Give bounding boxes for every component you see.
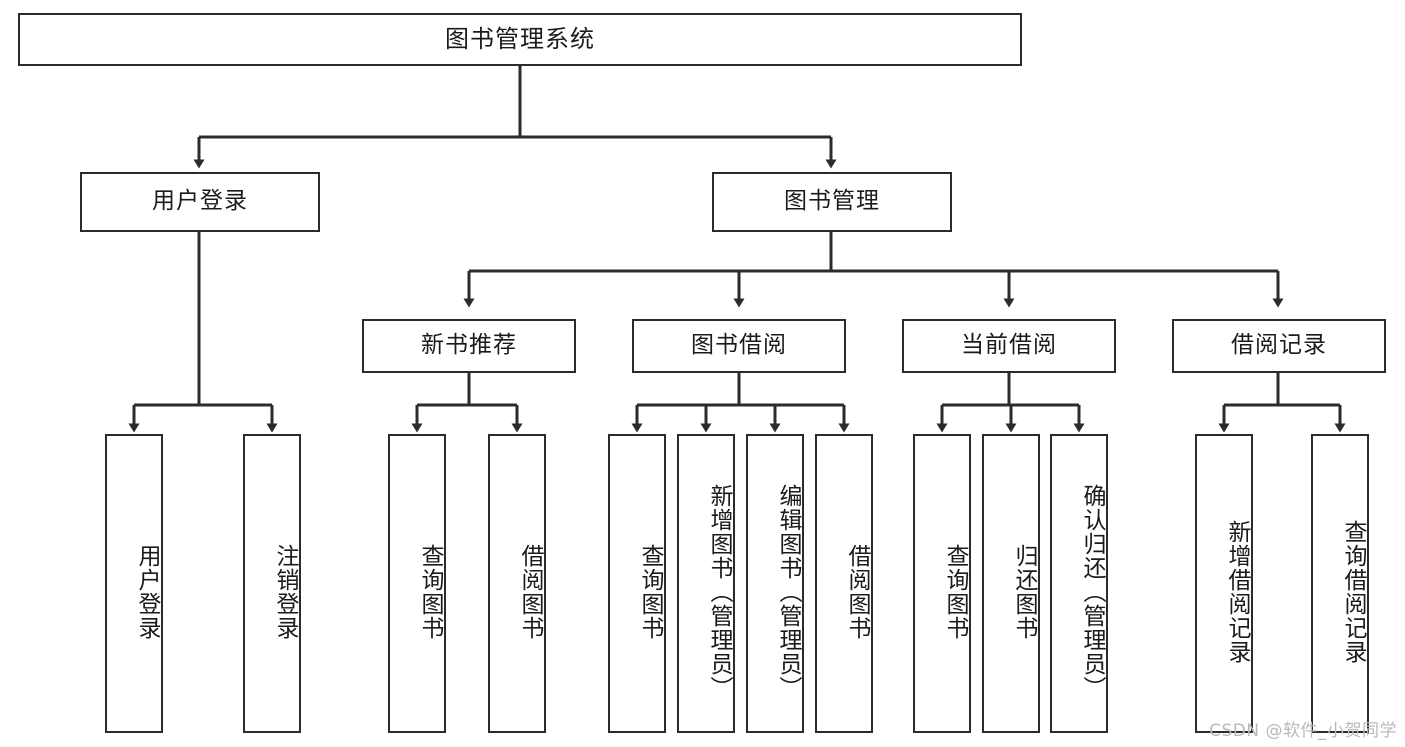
leaf-new-book-query[interactable]: 查询图书 — [388, 434, 446, 733]
leaf-borrow-borrow-book[interactable]: 借阅图书 — [815, 434, 873, 733]
node-label: 注销登录 — [272, 543, 298, 640]
leaf-borrow-query[interactable]: 查询图书 — [608, 434, 666, 733]
node-label: 图书管理 — [784, 188, 880, 215]
node-new-book-recommend[interactable]: 新书推荐 — [362, 319, 576, 373]
node-borrow-record[interactable]: 借阅记录 — [1172, 319, 1386, 373]
leaf-new-book-borrow[interactable]: 借阅图书 — [488, 434, 546, 733]
node-label: 新增图书（管理员） — [706, 483, 732, 700]
node-label: 用户登录 — [134, 543, 160, 640]
node-label: 查询图书 — [417, 543, 443, 640]
node-label: 借阅记录 — [1231, 332, 1327, 359]
node-label: 用户登录 — [152, 188, 248, 215]
node-label: 当前借阅 — [961, 332, 1057, 359]
leaf-user-login-logout[interactable]: 注销登录 — [243, 434, 301, 733]
leaf-current-confirm-return[interactable]: 确认归还（管理员） — [1050, 434, 1108, 733]
node-label: 归还图书 — [1011, 543, 1037, 640]
node-label: 借阅图书 — [844, 543, 870, 640]
node-book-management-system[interactable]: 图书管理系统 — [18, 13, 1022, 66]
node-label: 查询图书 — [942, 543, 968, 640]
leaf-borrow-add-book[interactable]: 新增图书（管理员） — [677, 434, 735, 733]
node-label: 新增借阅记录 — [1224, 519, 1250, 664]
leaf-record-query[interactable]: 查询借阅记录 — [1311, 434, 1369, 733]
leaf-current-query[interactable]: 查询图书 — [913, 434, 971, 733]
csdn-watermark: CSDN @软件_小贺同学 — [1209, 721, 1397, 741]
leaf-user-login-login[interactable]: 用户登录 — [105, 434, 163, 733]
leaf-current-return[interactable]: 归还图书 — [982, 434, 1040, 733]
node-label: 图书借阅 — [691, 332, 787, 359]
node-current-borrow[interactable]: 当前借阅 — [902, 319, 1116, 373]
node-user-login[interactable]: 用户登录 — [80, 172, 320, 232]
node-label: 编辑图书（管理员） — [775, 483, 801, 700]
node-book-borrow[interactable]: 图书借阅 — [632, 319, 846, 373]
node-label: 确认归还（管理员） — [1079, 483, 1105, 700]
node-book-management[interactable]: 图书管理 — [712, 172, 952, 232]
node-label: 新书推荐 — [421, 332, 517, 359]
node-label: 借阅图书 — [517, 543, 543, 640]
node-label: 图书管理系统 — [445, 25, 595, 54]
leaf-record-add[interactable]: 新增借阅记录 — [1195, 434, 1253, 733]
node-label: 查询图书 — [637, 543, 663, 640]
leaf-borrow-edit-book[interactable]: 编辑图书（管理员） — [746, 434, 804, 733]
node-label: 查询借阅记录 — [1340, 519, 1366, 664]
